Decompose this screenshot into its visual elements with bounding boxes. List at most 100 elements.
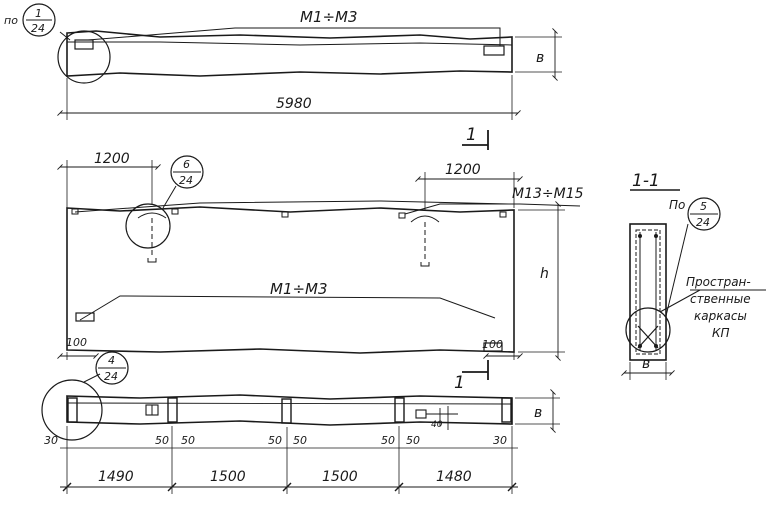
front-lift-loop-right-head [410, 215, 440, 223]
section-ref-prefix: По [669, 198, 685, 212]
front-lift-loop-right-foot [420, 262, 430, 267]
bottom-rib-5 [501, 397, 512, 423]
section-callout-line-3: каркасы [694, 309, 747, 323]
front-ref-bubble [170, 155, 204, 189]
bottom-small-dim-2: 50 [155, 434, 169, 447]
bottom-detail-circle [41, 379, 103, 441]
bottom-rib-4 [394, 397, 405, 423]
section-outline [629, 223, 667, 361]
bottom-small-dim-3: 50 [181, 434, 195, 447]
top-detail-circle [57, 30, 111, 84]
front-bottom-pocket-right [483, 342, 503, 352]
section-mark-top-label: 1 [466, 125, 477, 145]
bottom-span-tick-5 [507, 482, 517, 492]
top-ref-sheet: 24 [31, 22, 45, 35]
section-1-1: 1-1 По 5 24 Простран- ственные каркасы К… [621, 171, 766, 380]
top-beam-inner-line [67, 41, 513, 46]
bottom-ref-bubble [95, 351, 129, 385]
front-top-pocket-5 [499, 211, 507, 218]
bottom-note-dim [426, 406, 458, 430]
bottom-ref-sheet: 24 [104, 370, 118, 383]
front-ref-leader [162, 185, 177, 209]
front-right-label: М13÷М15 [512, 186, 584, 202]
section-callout-line-4: КП [712, 326, 730, 340]
section-cage [635, 229, 661, 355]
section-bar-dot-3 [638, 344, 642, 348]
front-top-rebar-line [74, 200, 511, 213]
section-bar-dot-1 [638, 234, 642, 238]
bottom-rib-2 [167, 397, 178, 423]
section-bar-dot-2 [654, 234, 658, 238]
section-bar-dot-4 [654, 344, 658, 348]
front-bottom-pocket-left [75, 312, 95, 322]
bottom-span-tick-1 [62, 482, 72, 492]
bottom-note-label: 40 [431, 420, 443, 430]
bottom-small-dim-7: 50 [406, 434, 420, 447]
front-end-right-label: 100 [482, 338, 503, 351]
section-ref-bubble [687, 197, 721, 231]
bottom-beam-outline [66, 394, 513, 426]
top-ref-leader [59, 31, 71, 41]
front-top-pocket-4 [398, 212, 406, 219]
bottom-span-4: 1480 [436, 469, 472, 485]
bottom-span-2: 1500 [210, 469, 246, 485]
top-length-label: 5980 [276, 96, 312, 112]
top-beam-outline [66, 30, 513, 77]
top-rebar-label: М1÷М3 [300, 8, 358, 26]
top-view: М1÷М3 по 1 24 в 5980 [4, 3, 562, 120]
front-lift-loop-left-head [137, 212, 167, 219]
section-ref-num: 5 [700, 200, 707, 213]
front-bottom-label: М1÷М3 [270, 280, 328, 298]
section-detail-circle [625, 307, 671, 353]
section-cage-brace-b [637, 325, 659, 349]
bottom-rib-3 [281, 398, 292, 424]
section-callout-line-2: ственные [690, 292, 751, 306]
section-ref-sheet: 24 [696, 216, 710, 229]
front-beam-outline [66, 206, 515, 354]
front-top-pocket-2 [171, 208, 179, 215]
bottom-span-tick-3 [282, 482, 292, 492]
front-detail-circle [125, 203, 171, 249]
front-ref-num: 6 [183, 158, 190, 171]
top-height-label: в [536, 50, 544, 66]
top-beam-pocket-right [483, 45, 505, 56]
top-ref-num: 1 [35, 7, 42, 20]
front-dim-left-label: 1200 [94, 151, 130, 167]
bottom-span-3: 1500 [322, 469, 358, 485]
bottom-ref-num: 4 [108, 354, 115, 367]
bottom-span-1: 1490 [98, 469, 134, 485]
bottom-small-dim-5: 50 [293, 434, 307, 447]
front-top-pocket-1 [71, 208, 79, 215]
front-right-leader [404, 203, 581, 215]
section-callout-leader [659, 289, 701, 313]
bottom-rib-1 [67, 397, 78, 423]
bottom-span-tick-4 [394, 482, 404, 492]
front-end-left-label: 100 [66, 336, 87, 349]
bottom-small-dim-6: 50 [381, 434, 395, 447]
section-marks: 1 1 [454, 125, 489, 393]
front-ref-sheet: 24 [179, 174, 193, 187]
front-bottom-leader [79, 295, 496, 321]
section-title: 1-1 [632, 171, 660, 191]
front-lift-loop-left-foot [147, 258, 157, 263]
bottom-small-dim-4: 50 [268, 434, 282, 447]
front-height-label: h [540, 266, 549, 282]
front-dim-right-label: 1200 [445, 162, 481, 178]
section-ref-leader [665, 223, 689, 317]
section-mark-bottom-label: 1 [454, 373, 465, 393]
top-ref-bubble [22, 3, 56, 37]
bottom-span-tick-2 [167, 482, 177, 492]
top-beam-pocket-left [74, 39, 94, 50]
bottom-note-plate [415, 409, 427, 419]
section-callout-line-1: Простран- [686, 275, 751, 289]
front-view: 6 24 1200 1200 М13÷М15 М1÷М3 h 100 100 [57, 151, 584, 361]
section-width-label: в [642, 356, 650, 372]
bottom-beam-inner-line [66, 402, 513, 405]
bottom-view: 40 4 24 в 30 50 50 50 50 50 50 30 1490 1… [41, 351, 560, 494]
top-rebar-leader [87, 27, 501, 46]
bottom-small-dim-8: 30 [493, 434, 507, 447]
bottom-height-label: в [534, 405, 542, 421]
front-top-pocket-3 [281, 211, 289, 218]
top-ref-prefix: по [4, 14, 18, 27]
